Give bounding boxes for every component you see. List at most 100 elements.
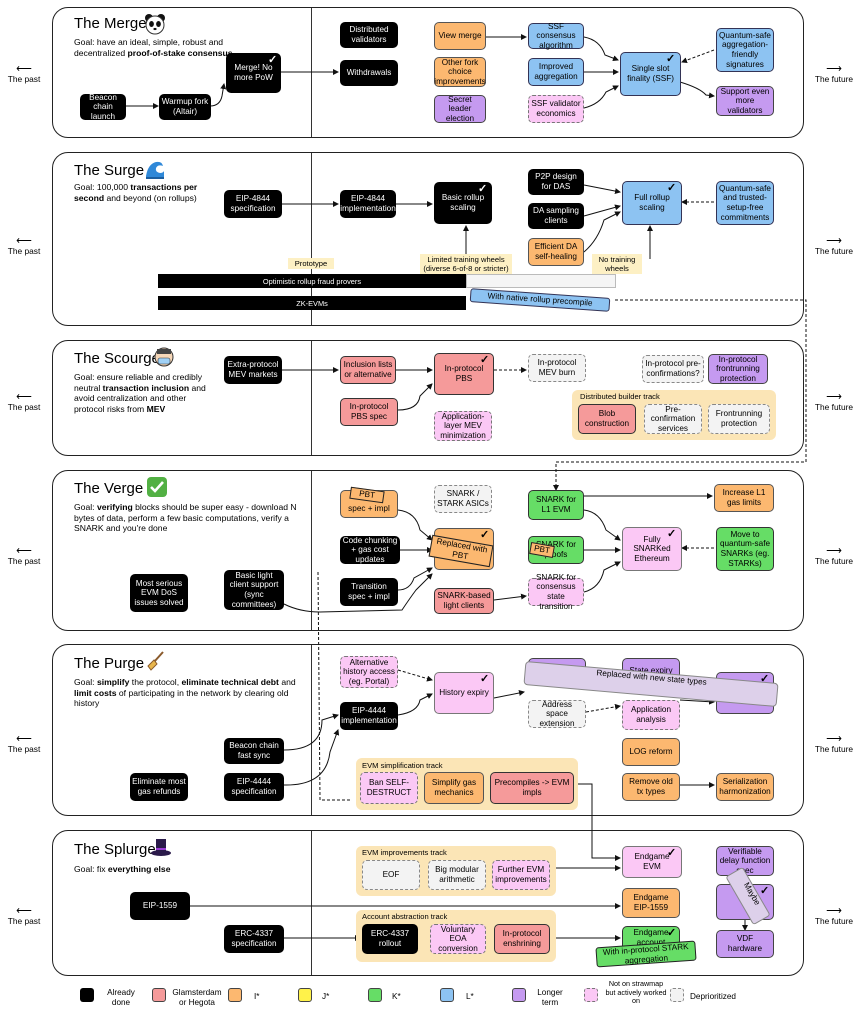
legend-swatch [368,988,382,1002]
legend-swatch [298,988,312,1002]
quantum-safe-commitments-box: Quantum-safe and trusted-setup-free comm… [716,181,774,225]
preconfirmation-services-box: Pre-confirmation services [644,404,702,434]
ssf-consensus-box: SSF consensus algorithm [528,22,584,50]
right-arrow-icon: ⟶ [826,905,842,917]
right-arrow-icon: ⟶ [826,235,842,247]
snark-l1-evm-box: SNARK for L1 EVM [528,490,584,520]
future-label: ⟶The future [812,235,856,257]
limited-training-wheels-note: Limited training wheels (diverse 6-of-8 … [420,254,512,274]
single-slot-finality-box: Single slot finality (SSF) [620,52,681,96]
transition-spec-box: Transition spec + impl [340,578,398,606]
track-label: EVM improvements track [362,848,447,857]
erc4337-rollout-box: ERC-4337 rollout [362,924,418,954]
section-title: The Surge [74,162,145,179]
evm-dos-box: Most serious EVM DoS issues solved [130,574,188,612]
legend-label: Deprioritized [690,992,736,1001]
distributed-validators-box: Distributed validators [340,22,398,48]
remove-old-tx-types-box: Remove old tx types [622,773,680,801]
section-title: The Verge [74,480,144,497]
erc4337-spec-box: ERC-4337 specification [224,925,284,953]
section-goal: Goal: simplify the protocol, eliminate t… [74,677,296,709]
legend-swatch [584,988,598,1002]
future-label: ⟶The future [812,905,856,927]
section-title: The Scourge [74,350,160,367]
no-training-wheels-note: No training wheels [592,254,642,274]
big-modular-arithmetic-box: Big modular arithmetic [428,860,486,890]
past-label: ⟵The past [2,391,46,413]
mask-face-icon [154,346,174,368]
legend-label: Not on strawmap but actively worked on [605,979,667,1006]
improved-aggregation-box: Improved aggregation [528,58,584,86]
frontrunning-protection-box: Frontrunning protection [708,404,770,434]
track-label: EVM simplification track [362,761,443,770]
legend-swatch [670,988,684,1002]
eip4444-spec-box: EIP-4444 specification [224,773,284,801]
other-fork-choice-box: Other fork choice improvements [434,57,486,87]
past-label: ⟵The past [2,545,46,567]
legend-label: J* [322,992,330,1001]
left-arrow-icon: ⟵ [16,391,32,403]
section-goal: Goal: have an ideal, simple, robust and … [74,37,233,58]
past-label: ⟵The past [2,734,46,755]
code-chunking-box: Code chunking + gas cost updates [340,536,400,564]
future-label: ⟶The future [812,63,856,85]
increase-l1-gas-box: Increase L1 gas limits [714,484,774,512]
snark-stark-asics-box: SNARK / STARK ASICs [434,485,492,513]
warmup-fork-box: Warmup fork (Altair) [159,94,211,120]
now-divider [311,645,313,815]
check-icon: ✓ [667,847,677,859]
check-icon: ✓ [478,183,488,195]
vdf-hardware-box: VDF hardware [716,930,774,958]
legend-swatch [80,988,94,1002]
check-icon: ✓ [480,673,490,685]
efficient-da-box: Efficient DA self-healing [528,238,584,266]
alt-history-access-box: Alternative history access (eg. Portal) [340,656,398,688]
full-rollup-scaling-box: Full rollup scaling [622,181,682,225]
inprotocol-pbs-box: In-protocol PBS [434,353,494,395]
legend-label: Longer term [537,988,563,1007]
section-title: The Splurge [74,841,156,858]
support-more-validators-box: Support even more validators [716,86,774,116]
application-analysis-box: Application analysis [622,700,680,730]
check-icon: ✓ [667,182,677,194]
top-hat-icon [150,836,172,858]
secret-leader-election-box: Secret leader election [434,95,486,123]
ban-selfdestruct-box: Ban SELF-DESTRUCT [360,772,418,804]
section-title: The Merge [74,15,147,32]
quantum-safe-snarks-box: Move to quantum-safe SNARKs (eg. STARKs) [716,527,774,571]
eip1559-box: EIP-1559 [130,892,190,920]
future-label: ⟶The future [812,392,856,413]
left-arrow-icon: ⟵ [16,545,32,557]
inprotocol-enshrining-box: In-protocol enshrining [494,924,550,954]
view-merge-box: View merge [434,22,486,50]
now-divider [311,471,313,630]
track-label: Distributed builder track [580,392,660,401]
right-arrow-icon: ⟶ [826,63,842,75]
beacon-fast-sync-box: Beacon chain fast sync [224,738,284,764]
legend-swatch [440,988,454,1002]
extra-protocol-mev-box: Extra-protocol MEV markets [224,356,282,384]
endgame-eip1559-box: Endgame EIP-1559 [622,888,680,918]
basic-rollup-scaling-box: Basic rollup scaling [434,182,492,224]
panda-icon [144,13,166,35]
ssf-validator-economics-box: SSF validator economics [528,95,584,123]
optimistic-rollup-future-bar [466,274,616,288]
left-arrow-icon: ⟵ [16,235,32,247]
right-arrow-icon: ⟶ [826,733,842,745]
check-icon: ✓ [667,528,677,540]
check-icon: ✓ [480,354,490,366]
snark-proofs-box: SNARK for proofs [528,536,584,564]
zkevms-bar: ZK-EVMs [158,296,466,310]
section-goal: Goal: fix everything else [74,864,171,874]
app-layer-mev-box: Application-layer MEV minimization [434,411,492,441]
fully-snarked-ethereum-box: Fully SNARKed Ethereum [622,527,682,571]
serialization-harmonization-box: Serialization harmonization [716,773,774,801]
now-divider [311,831,313,975]
section-goal: Goal: verifying blocks should be super e… [74,502,297,534]
wave-icon [144,158,166,180]
check-icon: ✓ [480,529,490,541]
legend-label: L* [466,992,474,1001]
quantum-safe-aggregation-box: Quantum-safe aggregation-friendly signat… [716,28,774,72]
legend-label: Glamsterdam or Hegota [172,988,222,1007]
